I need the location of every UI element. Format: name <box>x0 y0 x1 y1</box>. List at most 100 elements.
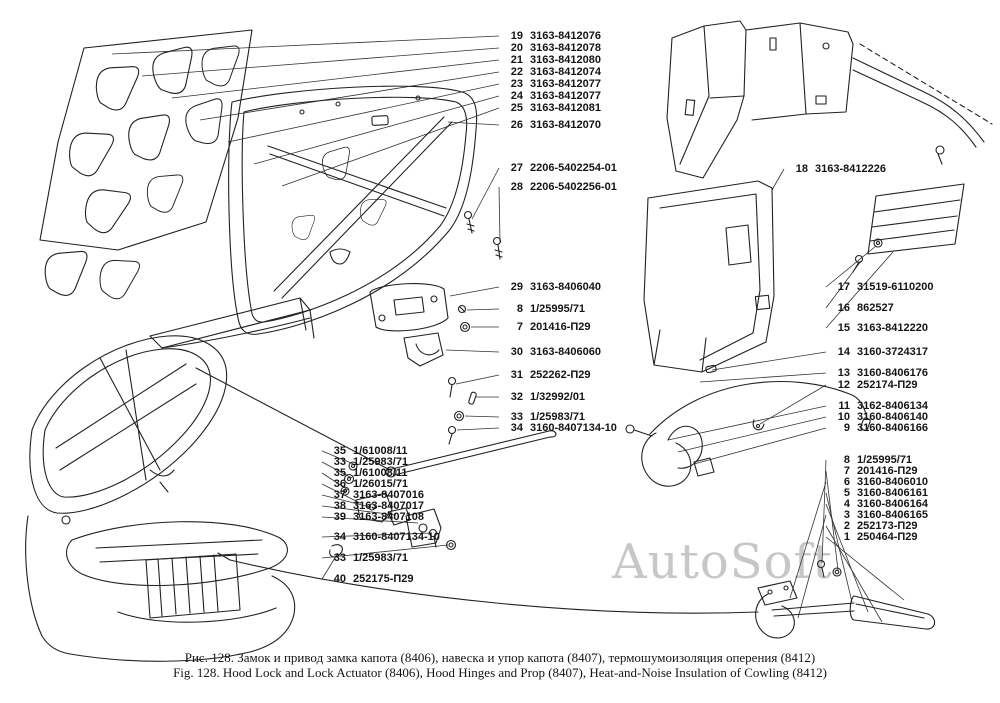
callout-number: 35 <box>333 445 346 457</box>
callout-part-number: 2206-5402256-01 <box>530 181 617 193</box>
callout-part-number: 3163-8412074 <box>530 66 601 78</box>
callout-number: 10 <box>837 411 850 423</box>
callout-number: 1 <box>843 531 850 543</box>
callout-number: 39 <box>333 511 346 523</box>
callout-part-number: 3163-8406060 <box>530 346 601 358</box>
callout-part-number: 3160-8406164 <box>857 498 928 510</box>
leader-line <box>447 121 500 126</box>
leader-line <box>464 415 500 418</box>
callout-part-number: 3162-8406134 <box>857 400 928 412</box>
callout-number: 3 <box>843 509 850 521</box>
callout-number: 40 <box>333 573 346 585</box>
callout-part-number: 3163-8412077 <box>530 78 601 90</box>
callout-part-number: 3163-8412076 <box>530 30 601 42</box>
caption-russian: Рис. 128. Замок и привод замка капота (8… <box>184 650 816 665</box>
callout-number: 22 <box>510 66 523 78</box>
callout-part-number: 3160-8406161 <box>857 487 928 499</box>
callout-part-number: 3160-8407134-10 <box>530 422 617 434</box>
leader-line <box>667 405 827 441</box>
callout-number: 36 <box>333 478 346 490</box>
callout-part-number: 1/32992/01 <box>530 391 586 403</box>
callout-part-number: 3163-8412080 <box>530 54 601 66</box>
callout-number: 21 <box>510 54 523 66</box>
leader-line <box>253 95 500 165</box>
callout-part-number: 3163-8412220 <box>857 322 928 334</box>
callout-part-number: 31519-6110200 <box>857 281 934 293</box>
callout-item-9: 9 3160-8406166 <box>830 423 928 434</box>
leader-line <box>321 532 432 538</box>
callout-item-27: 27 2206-5402254-01 <box>503 163 617 174</box>
callout-part-number: 1/25995/71 <box>530 303 586 315</box>
callout-number: 9 <box>843 422 850 434</box>
callout-number: 20 <box>510 42 523 54</box>
callout-part-number: 1/25983/71 <box>353 552 409 564</box>
callout-number: 35 <box>333 467 346 479</box>
callout-number: 17 <box>837 281 850 293</box>
callout-number: 32 <box>510 391 523 403</box>
callout-item-32: 32 1/32992/01 <box>503 392 585 403</box>
callout-part-number: 252173-П29 <box>857 520 918 532</box>
hood-inner-panel-drawing <box>228 85 478 335</box>
callout-part-number: 2206-5402254-01 <box>530 162 617 174</box>
callout-item-34: 34 3160-8407134-10 <box>503 423 617 434</box>
leader-line <box>466 308 500 311</box>
callout-number: 19 <box>510 30 523 42</box>
callout-part-number: 3160-8407134-10 <box>353 531 440 543</box>
callout-part-number: 3163-8412078 <box>530 42 601 54</box>
callout-part-number: 3160-8406140 <box>857 411 928 423</box>
leader-line <box>498 186 501 244</box>
callout-number: 34 <box>333 531 346 543</box>
callout-part-number: 3160-8406166 <box>857 422 928 434</box>
callout-part-number: 3160-8406176 <box>857 367 928 379</box>
callout-part-number: 1/25983/71 <box>530 411 586 423</box>
leader-line <box>825 251 894 329</box>
leader-line <box>321 494 371 508</box>
callout-number: 2 <box>843 520 850 532</box>
callout-number: 33 <box>333 456 346 468</box>
leader-line <box>825 536 905 601</box>
callout-number: 8 <box>843 454 850 466</box>
callout-part-number: 3160-3724317 <box>857 346 928 358</box>
callout-number: 27 <box>510 162 523 174</box>
callout-part-number: 3163-8412070 <box>530 119 601 131</box>
leader-line <box>445 349 500 353</box>
callout-number: 6 <box>843 476 850 488</box>
insulation-sheet-drawing <box>39 29 253 303</box>
leader-line <box>321 544 449 559</box>
callout-part-number: 3163-8407016 <box>353 489 424 501</box>
callout-number: 34 <box>510 422 523 434</box>
leader-line <box>471 167 500 220</box>
callout-part-number: 201416-П29 <box>530 321 591 333</box>
leader-line <box>456 427 500 431</box>
leader-line <box>699 372 827 383</box>
callout-item-17: 17 31519-6110200 <box>830 281 934 293</box>
leader-line <box>825 525 883 623</box>
callout-part-number: 252174-П29 <box>857 379 918 391</box>
leader-line <box>693 427 827 465</box>
callout-part-number: 1/25983/71 <box>353 456 409 468</box>
leader-line <box>321 505 397 516</box>
